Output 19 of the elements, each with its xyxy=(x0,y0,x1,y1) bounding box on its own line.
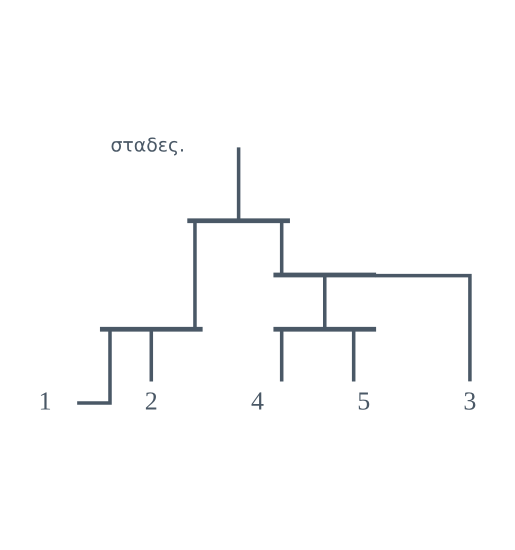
connector xyxy=(150,331,154,382)
connector xyxy=(280,222,284,274)
node-bar xyxy=(100,326,203,332)
connector xyxy=(280,331,284,382)
node-text: 3 xyxy=(463,386,476,416)
node-text: 2 xyxy=(144,386,158,416)
node-bar xyxy=(273,326,376,332)
connector xyxy=(236,147,240,218)
node-text: 5 xyxy=(357,386,370,416)
connector xyxy=(77,331,112,405)
connector xyxy=(193,222,197,328)
node-text: 4 xyxy=(251,386,264,416)
node-bar xyxy=(273,272,376,278)
label: σταδες. xyxy=(110,134,186,156)
node-text: 1 xyxy=(38,386,52,416)
node-bar xyxy=(187,218,290,224)
connector xyxy=(352,331,356,382)
connector xyxy=(376,274,472,382)
connector xyxy=(323,276,327,328)
